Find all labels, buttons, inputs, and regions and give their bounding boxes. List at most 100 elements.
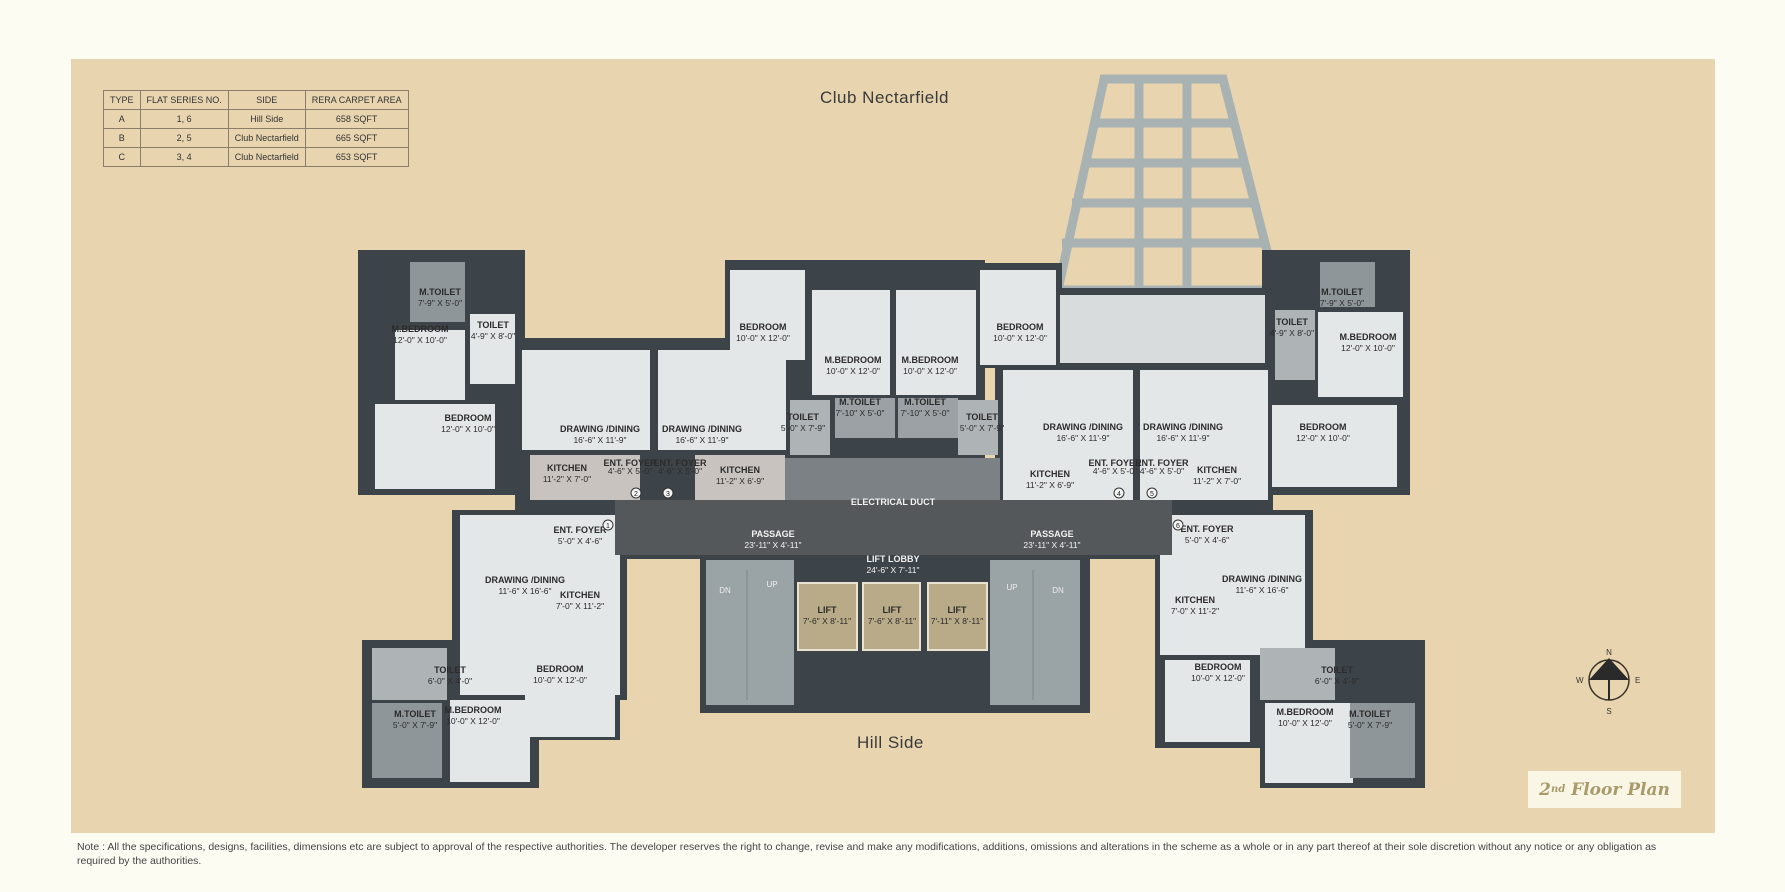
room-dimensions: 7'-11" X 8'-11" xyxy=(931,616,983,626)
room-dimensions: 24'-6" X 7'-11" xyxy=(866,565,919,575)
room-name: ENT. FOYER xyxy=(553,525,607,535)
north-side-label: Club Nectarfield xyxy=(820,88,949,107)
flat-number-marker xyxy=(1146,487,1158,499)
room-name: KITCHEN xyxy=(547,463,587,473)
cell-area: 665 SQFT xyxy=(304,128,409,148)
room-name: KITCHEN xyxy=(560,590,600,600)
disclaimer-note: Note : All the specifications, designs, … xyxy=(77,841,1657,867)
stair-direction-label: UP xyxy=(766,580,777,589)
room-dimensions: 4'-6" X 5'-0" xyxy=(608,466,652,476)
stair-direction-label: UP xyxy=(1006,583,1017,592)
room-name: TOILET xyxy=(1321,665,1353,675)
compass-s: S xyxy=(1606,707,1611,716)
compass-rose-icon: N S E W xyxy=(1576,648,1640,716)
room-name: ELECTRICAL DUCT xyxy=(851,497,936,507)
room-name: ENT. FOYER xyxy=(1135,458,1189,468)
room-dimensions: 7'-6" X 8'-11" xyxy=(868,616,916,626)
room-name: DRAWING /DINING xyxy=(560,424,640,434)
room-dimensions: 6'-0" X 4'-9" xyxy=(1315,676,1359,686)
room-dimensions: 6'-0" X 4'-0" xyxy=(428,676,472,686)
room-name: DRAWING /DINING xyxy=(1222,574,1302,584)
cell-series: 3, 4 xyxy=(139,147,229,167)
room-name: TOILET xyxy=(966,412,998,422)
room-name: DRAWING /DINING xyxy=(485,575,565,585)
room-name: M.TOILET xyxy=(839,397,881,407)
flat-number-marker xyxy=(630,487,642,499)
room-name: M.BEDROOM xyxy=(1277,707,1334,717)
cell-series: 2, 5 xyxy=(139,128,229,148)
room-name: KITCHEN xyxy=(720,465,760,475)
cell-side: Club Nectarfield xyxy=(227,128,306,148)
room-name: M.TOILET xyxy=(1321,287,1363,297)
header-carpet-area: RERA CARPET AREA xyxy=(304,90,409,110)
south-side-label: Hill Side xyxy=(857,733,924,752)
room-name: ENT. FOYER xyxy=(653,458,707,468)
lift-cars xyxy=(797,582,988,651)
flat-number-marker xyxy=(662,487,674,499)
room-name: TOILET xyxy=(477,320,509,330)
room-name: M.TOILET xyxy=(394,709,436,719)
room-dimensions: 12'-0" X 10'-0" xyxy=(1296,433,1350,443)
room-dimensions: 7'-10" X 5'-0" xyxy=(901,408,950,418)
room-dimensions: 10'-0" X 12'-0" xyxy=(736,333,790,343)
room-dimensions: 4'-9" X 8'-0" xyxy=(1270,328,1314,338)
room-dimensions: 4'-6" X 5'-0" xyxy=(658,466,702,476)
room-name: LIFT LOBBY xyxy=(867,554,920,564)
room-dimensions: 7'-0" X 11'-2" xyxy=(1171,606,1219,616)
room-name: ENT. FOYER xyxy=(1088,458,1142,468)
room-dimensions: 7'-10" X 5'-0" xyxy=(836,408,885,418)
cell-side: Hill Side xyxy=(227,109,306,129)
flat-number-marker xyxy=(1113,487,1125,499)
flat-number: 4 xyxy=(1117,491,1121,498)
flat-number: 5 xyxy=(1150,491,1154,498)
cell-side: Club Nectarfield xyxy=(227,147,306,167)
room-dimensions: 7'-6" X 8'-11" xyxy=(803,616,851,626)
header-flat-series: FLAT SERIES NO. xyxy=(139,90,229,110)
room-dimensions: 23'-11" X 4'-11" xyxy=(1023,540,1080,550)
table-header-row: TYPE FLAT SERIES NO. SIDE RERA CARPET AR… xyxy=(103,90,409,110)
room-name: LIFT xyxy=(818,605,837,615)
room-name: DRAWING /DINING xyxy=(662,424,742,434)
room-name: BEDROOM xyxy=(1300,422,1347,432)
room-name: M.BEDROOM xyxy=(825,355,882,365)
room-dimensions: 11'-6" X 16'-6" xyxy=(498,586,551,596)
room-name: KITCHEN xyxy=(1197,465,1237,475)
room-dimensions: 4'-9" X 8'-0" xyxy=(471,331,515,341)
flat-number: 1 xyxy=(606,523,610,530)
room-dimensions: 10'-0" X 12'-0" xyxy=(826,366,880,376)
room-dimensions: 16'-6" X 11'-9" xyxy=(573,435,626,445)
room-dimensions: 11'-2" X 6'-9" xyxy=(716,476,764,486)
room-name: PASSAGE xyxy=(751,529,794,539)
room-dimensions: 12'-0" X 10'-0" xyxy=(393,335,447,345)
room-name: LIFT xyxy=(948,605,967,615)
room-dimensions: 10'-0" X 12'-0" xyxy=(993,333,1047,343)
room-dimensions: 11'-2" X 7'-0" xyxy=(1193,476,1241,486)
room-name: BEDROOM xyxy=(1195,662,1242,672)
room-name: ENT. FOYER xyxy=(1180,524,1234,534)
room-name: BEDROOM xyxy=(740,322,787,332)
room-name: BEDROOM xyxy=(997,322,1044,332)
room-dimensions: 5'-0" X 7'-9" xyxy=(393,720,437,730)
room-dimensions: 4'-6" X 5'-0" xyxy=(1140,466,1184,476)
room-name: TOILET xyxy=(787,412,819,422)
room-dimensions: 10'-0" X 12'-0" xyxy=(1278,718,1332,728)
room-dimensions: 16'-6" X 11'-9" xyxy=(1056,433,1109,443)
room-dimensions: 12'-0" X 10'-0" xyxy=(441,424,495,434)
title-floor-number: 2 xyxy=(1539,779,1551,800)
flat-number-marker xyxy=(602,519,614,531)
room-name: BEDROOM xyxy=(537,664,584,674)
cell-type: B xyxy=(103,128,141,148)
room-name: M.TOILET xyxy=(904,397,946,407)
title-ordinal: nd xyxy=(1550,784,1566,795)
table-row: C 3, 4 Club Nectarfield 653 SQFT xyxy=(103,147,409,167)
stair-direction-label: DN xyxy=(1052,586,1064,595)
room-floors xyxy=(372,262,1415,783)
room-dimensions: 5'-0" X 4'-6" xyxy=(1185,535,1229,545)
cell-type: C xyxy=(103,147,141,167)
room-dimensions: 5'-0" X 4'-6" xyxy=(558,536,602,546)
header-type: TYPE xyxy=(103,90,141,110)
room-name: ENT. FOYER xyxy=(603,458,657,468)
room-dimensions: 4'-6" X 5'-0" xyxy=(1093,466,1137,476)
